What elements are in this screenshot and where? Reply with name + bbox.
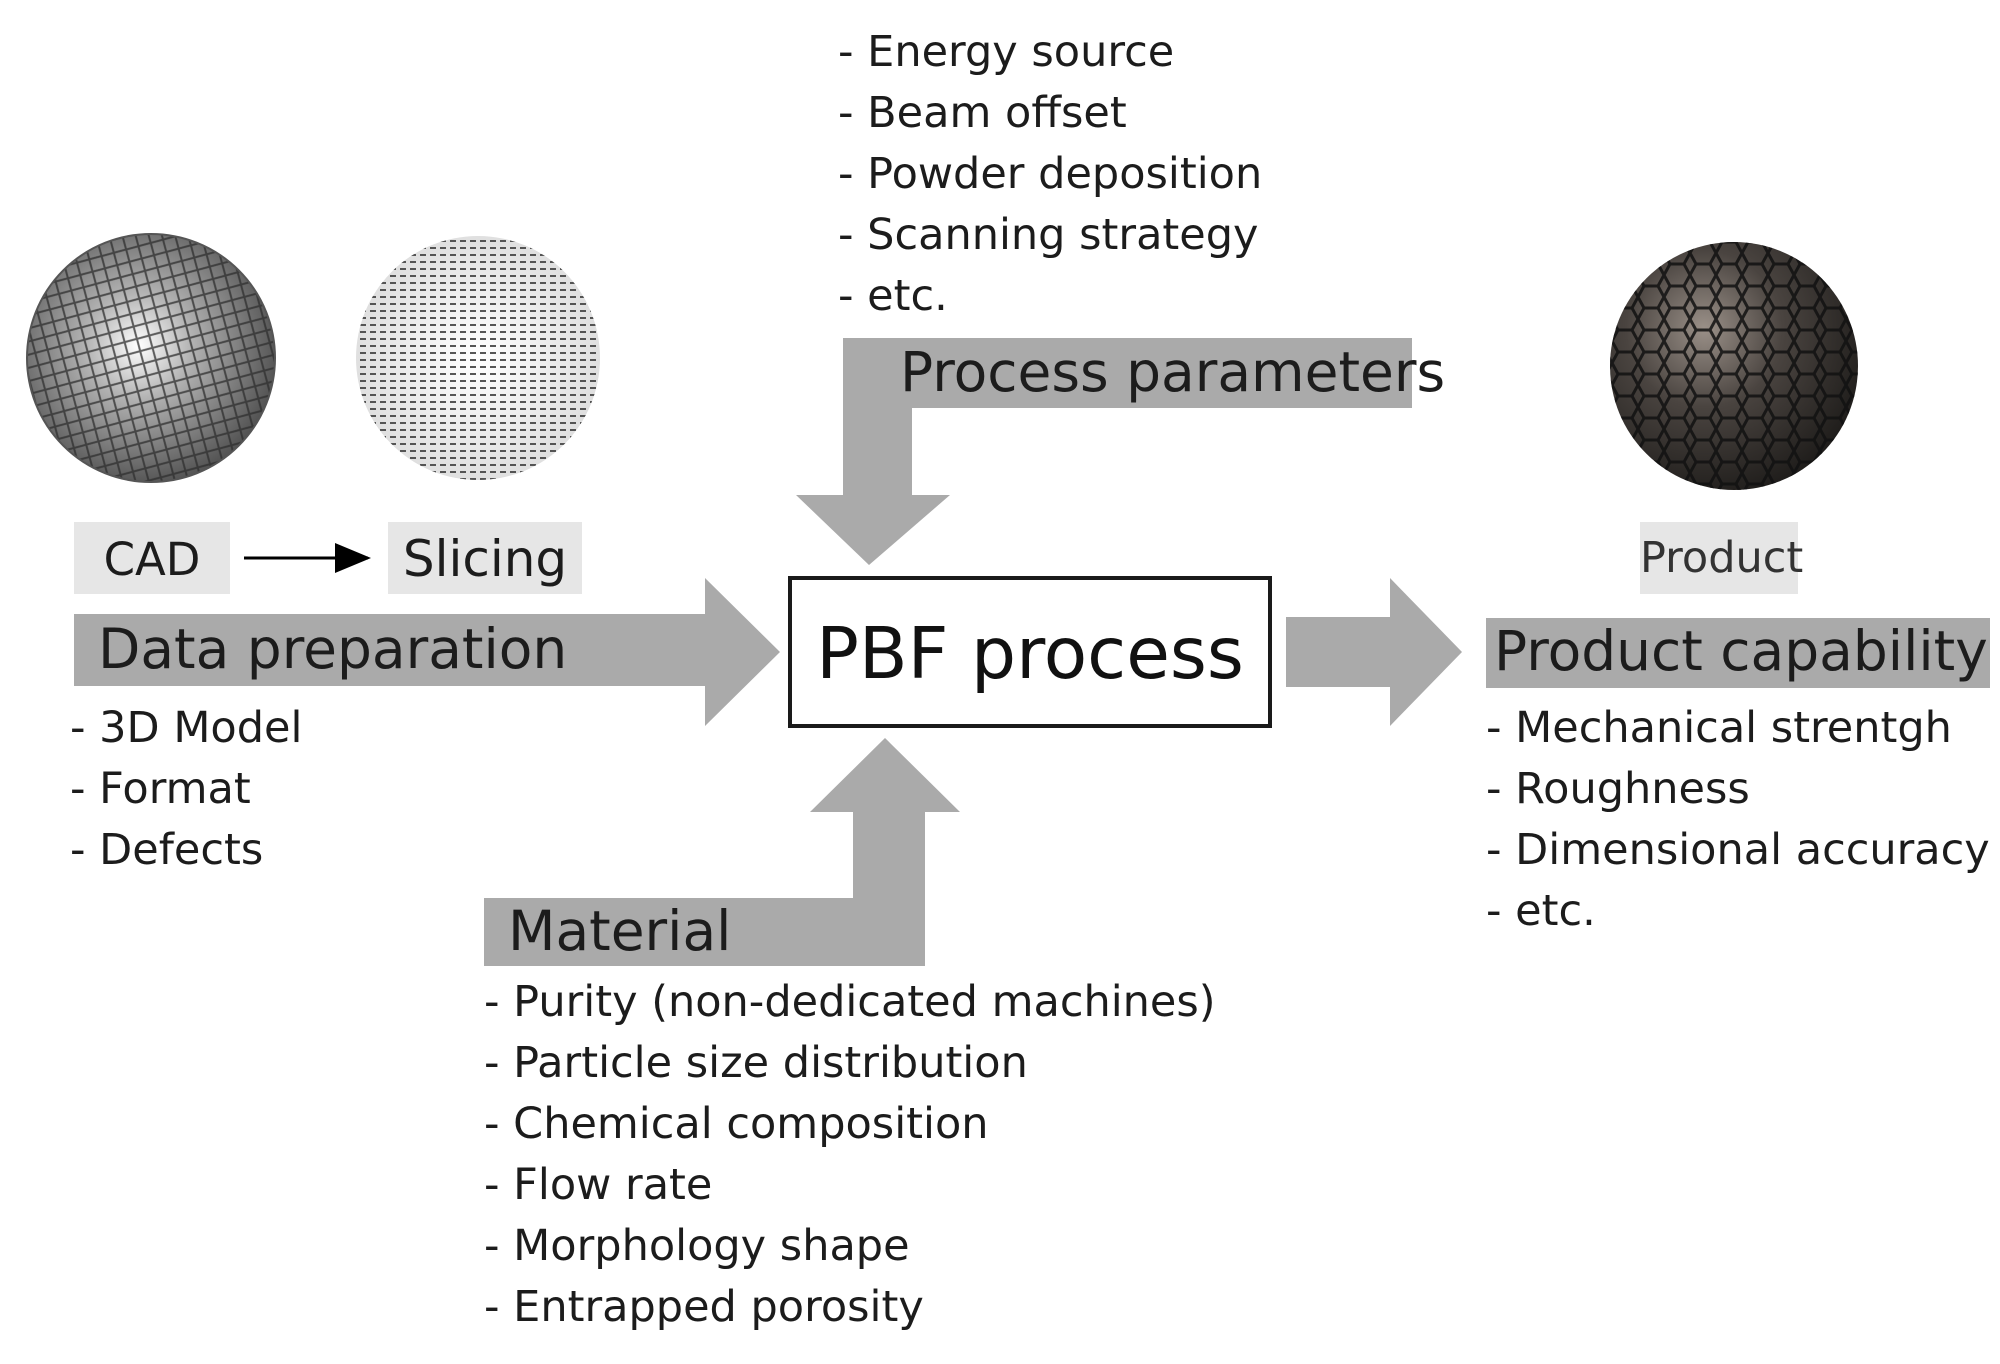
list-item: - Energy source [838, 27, 1175, 77]
list-item: - Beam offset [838, 88, 1127, 138]
product-capability-heading: Product capability [1494, 619, 1988, 683]
data-preparation-arrow [74, 578, 780, 726]
slicing-label-box [388, 522, 582, 594]
product-capability-bar [1486, 618, 1990, 688]
list-item: - Format [70, 764, 251, 814]
pbf-process-box [788, 576, 1272, 728]
list-item: - 3D Model [70, 703, 303, 753]
list-item: - Chemical composition [484, 1099, 989, 1149]
material-list: - Purity (non-dedicated machines) - Part… [484, 972, 1216, 1338]
product-image [1610, 242, 1858, 490]
list-item: - Defects [70, 825, 264, 875]
process-parameters-arrow [796, 338, 1412, 565]
list-item: - Mechanical strentgh [1486, 703, 1952, 753]
cad-model-image [26, 233, 276, 483]
process-parameters-heading: Process parameters [900, 340, 1446, 404]
data-preparation-list: - 3D Model - Format - Defects [70, 698, 302, 881]
list-item: - Particle size distribution [484, 1038, 1028, 1088]
list-item: - Morphology shape [484, 1221, 910, 1271]
product-capability-list: - Mechanical strentgh - Roughness - Dime… [1486, 698, 1990, 942]
slicing-label: Slicing [402, 530, 568, 588]
list-item: - Purity (non-dedicated machines) [484, 977, 1216, 1027]
output-arrow [1286, 578, 1462, 726]
cad-label: CAD [103, 533, 201, 586]
cad-label-box [74, 522, 230, 594]
list-item: - Dimensional accuracy [1486, 825, 1990, 875]
slicing-image [356, 236, 600, 480]
data-preparation-heading: Data preparation [98, 617, 568, 681]
list-item: - Scanning strategy [838, 210, 1259, 260]
pbf-process-label: PBF process [816, 612, 1244, 695]
process-parameters-list: - Energy source - Beam offset - Powder d… [838, 22, 1262, 327]
list-item: - etc. [1486, 886, 1596, 936]
product-label-box [1640, 522, 1798, 594]
list-item: - Flow rate [484, 1160, 713, 1210]
material-arrow [484, 738, 960, 966]
material-heading: Material [508, 899, 732, 963]
product-label: Product [1640, 533, 1804, 583]
list-item: - Powder deposition [838, 149, 1263, 199]
list-item: - Roughness [1486, 764, 1750, 814]
list-item: - etc. [838, 271, 948, 321]
list-item: - Entrapped porosity [484, 1282, 924, 1332]
